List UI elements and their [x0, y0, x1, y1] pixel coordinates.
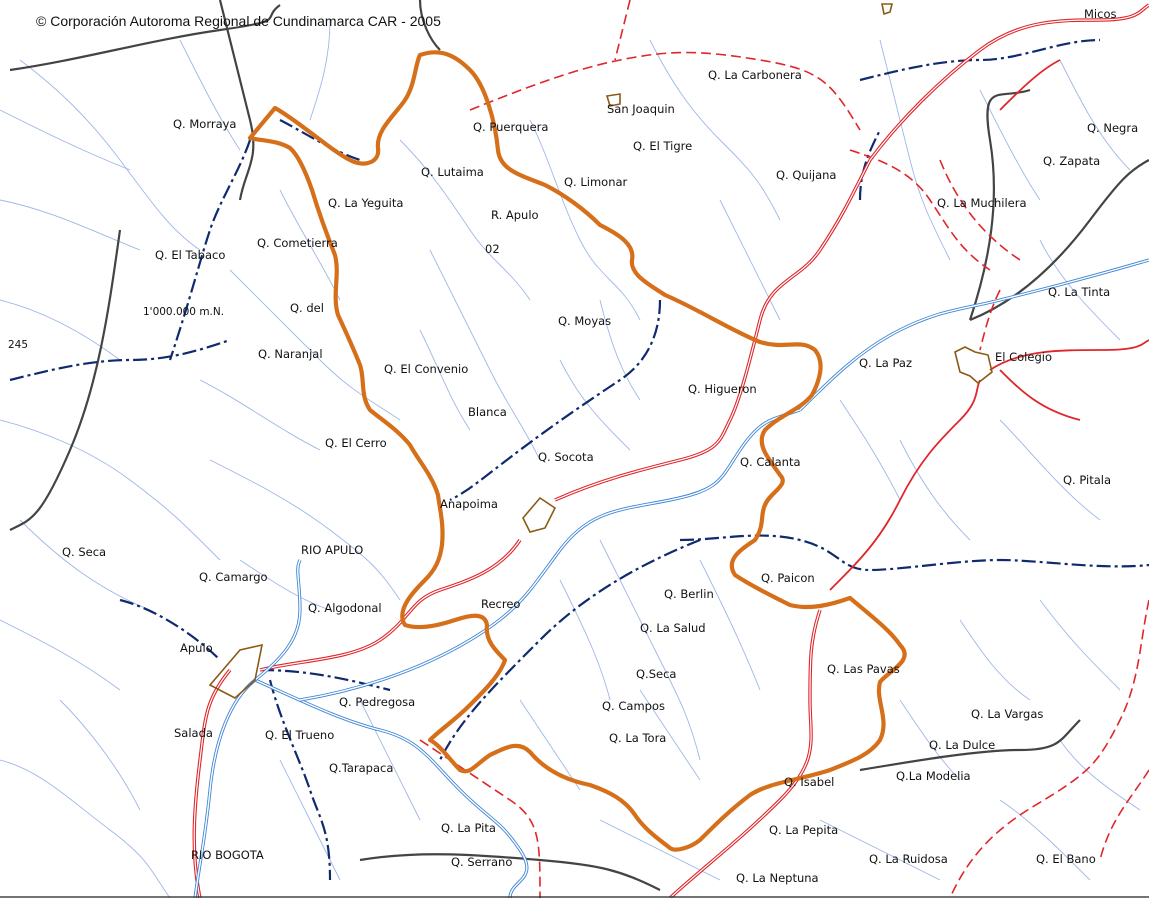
label-rio-apulo: RIO APULO: [301, 543, 363, 557]
label-rio-bogota: RIO BOGOTA: [191, 848, 264, 862]
label-salada: Salada: [174, 726, 213, 740]
map-labels: © Corporación Autoroma Regional de Cundi…: [8, 7, 1138, 885]
label-q-limonar: Q. Limonar: [564, 175, 628, 189]
label-q-el-trueno: Q. El Trueno: [265, 728, 334, 742]
label-q-camargo: Q. Camargo: [199, 570, 268, 584]
label-q-seca-2: Q.Seca: [636, 667, 676, 681]
label-q-la-tinta: Q. La Tinta: [1048, 285, 1110, 299]
label-q-zapata: Q. Zapata: [1043, 154, 1100, 168]
label-q-seca: Q. Seca: [62, 545, 106, 559]
label-q-la-muchilera: Q. La Muchilera: [937, 196, 1027, 210]
label-q-campos: Q. Campos: [602, 699, 665, 713]
label-anapoima: Anapoima: [440, 497, 498, 511]
label-q-el-cerro: Q. El Cerro: [325, 436, 387, 450]
label-micos: Micos: [1084, 7, 1116, 21]
label-q-las-pavas: Q. Las Pavas: [827, 662, 900, 676]
coordinate-label: 1'000.000 m.N.: [143, 306, 224, 318]
rivers: [193, 258, 1149, 898]
label-q-el-tigre: Q. El Tigre: [633, 139, 692, 153]
label-q-la-pita: Q. La Pita: [441, 821, 496, 835]
label-el-colegio: El Colegio: [995, 350, 1052, 364]
label-q-pitala: Q. Pitala: [1063, 473, 1111, 487]
north-town-outline: [881, 3, 894, 16]
label-q-el-tabaco: Q. El Tabaco: [155, 248, 225, 262]
san-joaquin-town-outline: [605, 93, 621, 107]
label-q-la-ruidosa: Q. La Ruidosa: [869, 852, 948, 866]
tracks: [419, 0, 1149, 898]
label-q-la-paz: Q. La Paz: [859, 356, 912, 370]
ridge-lines: [9, 0, 1149, 891]
label-q-algodonal: Q. Algodonal: [308, 601, 382, 615]
label-q-la-tora: Q. La Tora: [609, 731, 666, 745]
label-q-el-convenio: Q. El Convenio: [384, 362, 468, 376]
label-apulo: Apulo: [180, 641, 213, 655]
watershed-boundary: [247, 50, 907, 852]
label-q-del: Q. del: [290, 301, 324, 315]
label-q-la-yeguita: Q. La Yeguita: [328, 196, 403, 210]
label-q-tarapaca: Q.Tarapaca: [329, 761, 393, 775]
label-q-calanta: Q. Calanta: [740, 455, 801, 469]
label-q-isabel: Q. Isabel: [784, 775, 834, 789]
label-q-serrano: Q. Serrano: [451, 855, 512, 869]
label-q-la-carbonera: Q. La Carbonera: [708, 68, 802, 82]
roads: [192, 3, 1149, 898]
label-recreo: Recreo: [481, 597, 520, 611]
label-q-puerquera: Q. Puerquera: [473, 120, 548, 134]
label-q-la-neptuna: Q. La Neptuna: [736, 871, 819, 885]
label-q-la-vargas: Q. La Vargas: [971, 707, 1043, 721]
label-q-pedregosa: Q. Pedregosa: [339, 695, 415, 709]
label-q-socota: Q. Socota: [538, 450, 594, 464]
edge-coordinate: 245: [8, 339, 28, 351]
copyright-text: © Corporación Autoroma Regional de Cundi…: [36, 13, 441, 29]
label-blanca: Blanca: [468, 405, 507, 419]
label-q-moyas: Q. Moyas: [558, 314, 611, 328]
label-q-higueron: Q. Higueron: [688, 382, 757, 396]
town-outlines: [208, 3, 993, 699]
label-q-la-pepita: Q. La Pepita: [769, 823, 838, 837]
label-q-paicon: Q. Paicon: [761, 571, 815, 585]
label-q-el-bano: Q. El Bano: [1036, 852, 1096, 866]
label-code-02: 02: [485, 242, 500, 256]
anapoima-town-outline: [522, 496, 557, 533]
label-q-la-modelia: Q.La Modelia: [896, 769, 971, 783]
label-r-apulo: R. Apulo: [491, 208, 539, 222]
label-q-cometierra: Q. Cometierra: [257, 236, 338, 250]
label-q-negra: Q. Negra: [1087, 121, 1138, 135]
label-q-la-salud: Q. La Salud: [640, 621, 706, 635]
label-q-quijana: Q. Quijana: [776, 168, 836, 182]
label-q-lutaima: Q. Lutaima: [421, 165, 484, 179]
el-colegio-town-outline: [954, 346, 993, 385]
label-san-joaquin: San Joaquin: [607, 102, 675, 116]
divide-lines: [9, 38, 1149, 881]
apulo-town-outline: [208, 643, 264, 699]
label-q-la-dulce: Q. La Dulce: [929, 738, 995, 752]
label-q-berlin: Q. Berlin: [664, 587, 714, 601]
label-q-morraya: Q. Morraya: [173, 117, 236, 131]
label-q-naranjal: Q. Naranjal: [258, 347, 323, 361]
